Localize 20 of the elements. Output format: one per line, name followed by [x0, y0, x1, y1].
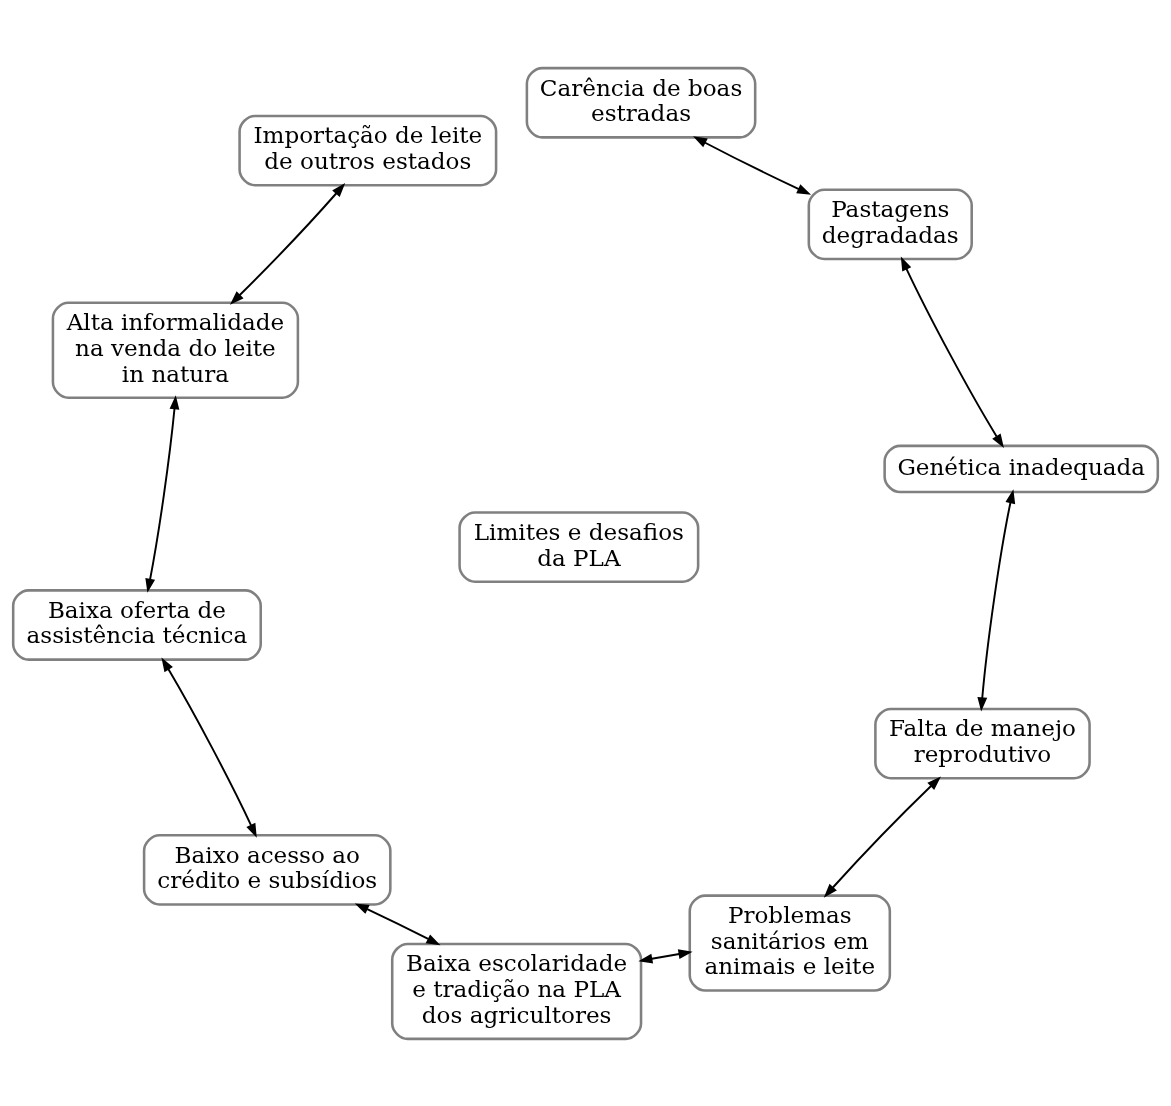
node-box: Limites e desafios da PLA	[458, 510, 700, 583]
arrow	[823, 776, 941, 898]
arrow	[977, 488, 1016, 711]
node-box: Baixa escolaridade e tradição na PLA dos agricultores	[390, 942, 643, 1040]
arrow	[161, 657, 257, 838]
node-box: Alta informalidade na venda do leite in natura	[51, 301, 300, 399]
node-box: Baixa oferta de assistência técnica	[11, 588, 262, 661]
arrow	[145, 394, 180, 593]
node-box: Baixo acesso ao crédito e subsídios	[142, 833, 392, 906]
arrow	[693, 135, 812, 195]
node-box: Problemas sanitários em animais e leite	[688, 893, 892, 992]
arrow	[354, 902, 441, 945]
node-box: Carência de boas estradas	[525, 66, 757, 139]
arrow	[900, 256, 1004, 448]
node-box: Genética inadequada	[883, 444, 1160, 493]
arrow	[229, 182, 346, 305]
node-box: Pastagens degradadas	[807, 187, 973, 260]
node-box: Falta de manejo reprodutivo	[874, 707, 1091, 779]
arrow	[638, 948, 693, 963]
node-box: Importação de leite de outros estados	[238, 114, 498, 186]
